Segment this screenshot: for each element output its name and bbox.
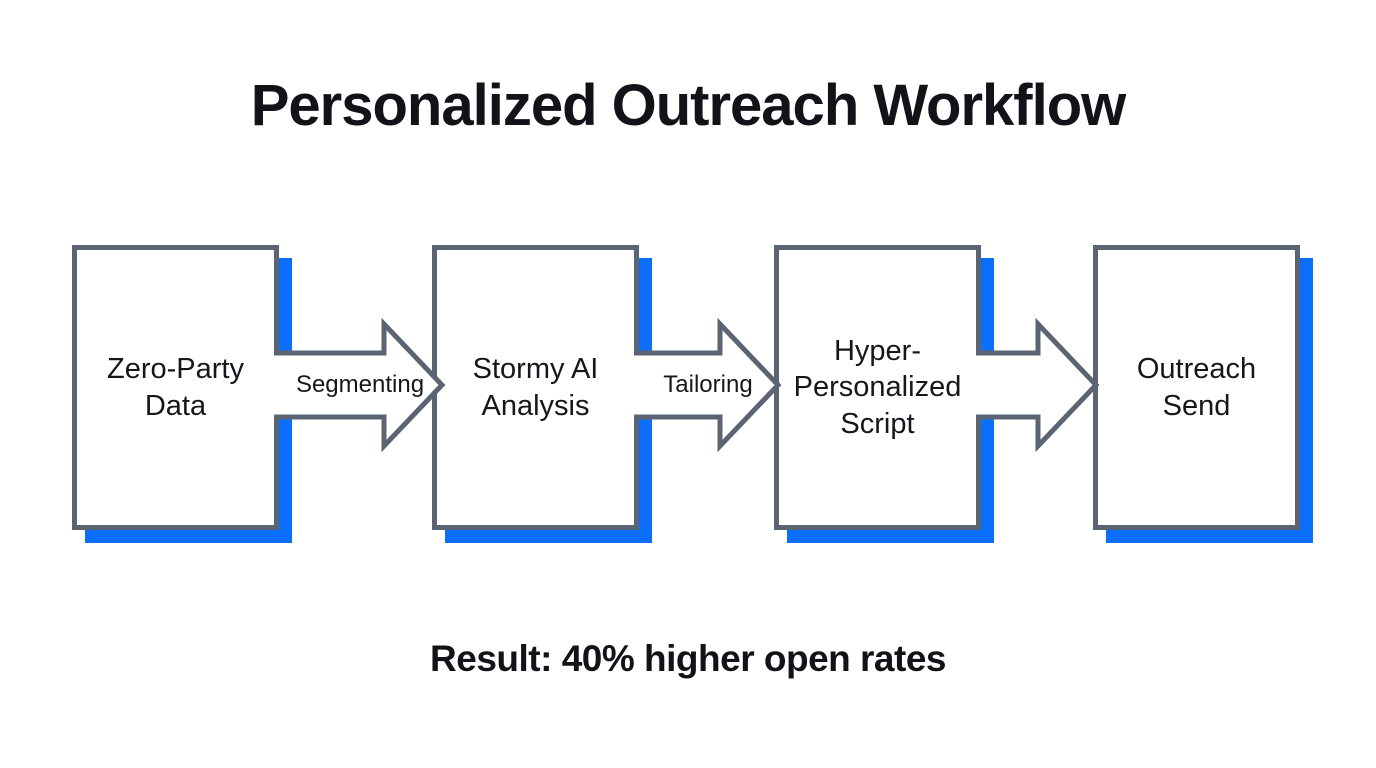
arrow-segmenting: Segmenting xyxy=(274,317,446,453)
node-label: Outreach Send xyxy=(1136,353,1257,422)
node-label: Zero-Party Data xyxy=(107,353,244,422)
result-text: Result: 40% higher open rates xyxy=(430,638,946,679)
node-hyper-personalized-script: Hyper- Personalized Script xyxy=(774,245,981,530)
page-title: Personalized Outreach Workflow xyxy=(250,73,1127,138)
node-stormy-ai-analysis: Stormy AI Analysis xyxy=(432,245,639,530)
arrow-to-outreach-send xyxy=(976,317,1100,453)
node-zero-party-data: Zero-Party Data xyxy=(72,245,279,530)
arrow-tailoring: Tailoring xyxy=(634,317,782,453)
node-label: Hyper- Personalized Script xyxy=(793,335,962,440)
right-arrow-icon xyxy=(274,317,446,453)
right-arrow-icon xyxy=(976,317,1100,453)
right-arrow-icon xyxy=(634,317,782,453)
node-label: Stormy AI Analysis xyxy=(472,353,599,422)
node-outreach-send: Outreach Send xyxy=(1093,245,1300,530)
